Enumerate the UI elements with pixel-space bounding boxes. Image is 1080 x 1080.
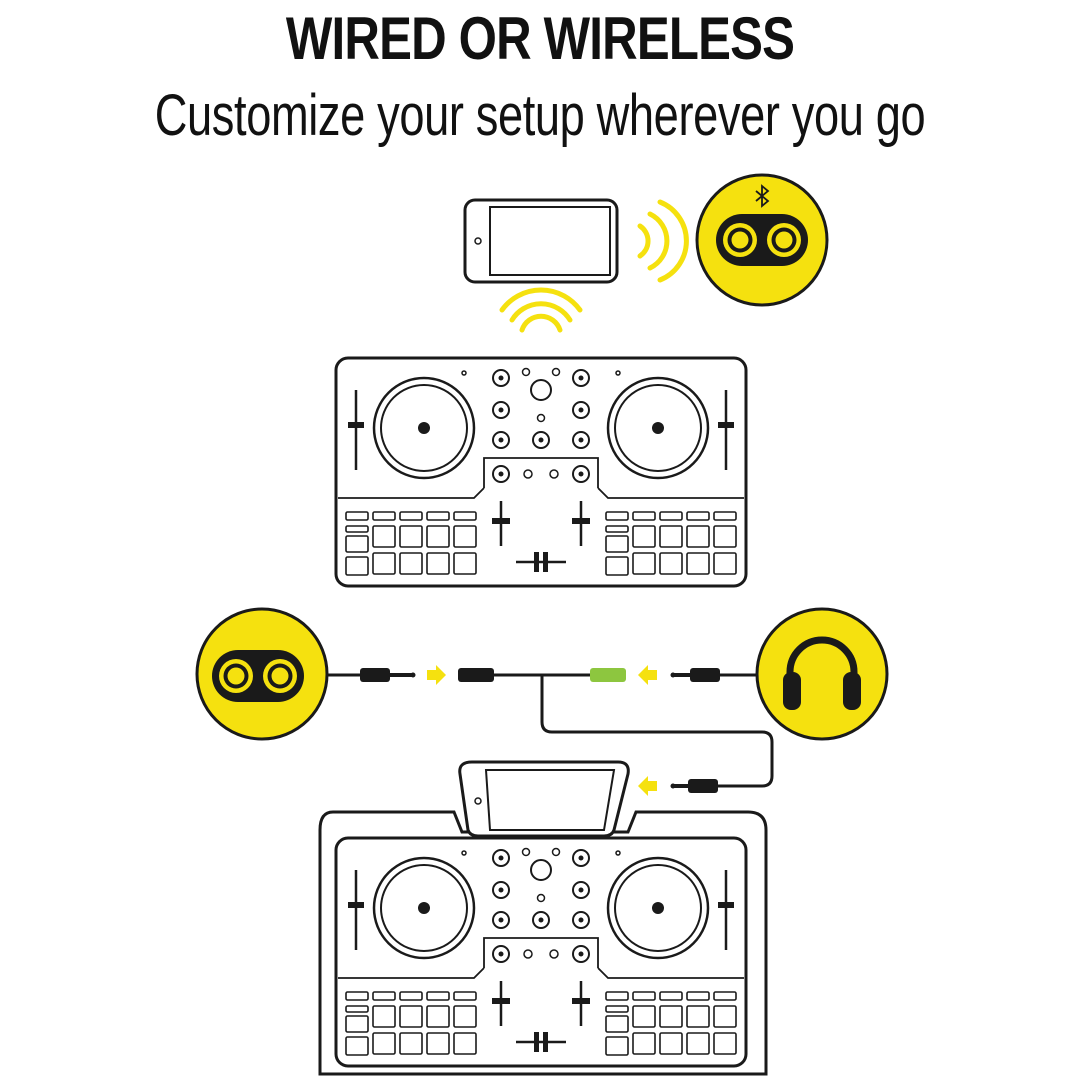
bluetooth-speaker-badge <box>695 173 829 307</box>
arrow-icon <box>427 665 446 685</box>
bluetooth-waves-icon <box>637 199 689 283</box>
dj-controller-top <box>334 356 748 588</box>
headphones-icon <box>783 636 861 710</box>
headphones-badge <box>755 607 889 741</box>
wifi-waves-icon <box>499 287 583 333</box>
wired-speaker-badge <box>195 607 329 741</box>
arrow-icon <box>638 776 657 796</box>
docked-device <box>458 760 630 838</box>
device-cable-plug <box>670 779 718 793</box>
speaker-cable-plug <box>327 668 416 682</box>
subheadline: Customize your setup wherever you go <box>154 83 926 148</box>
dj-controller-bottom <box>334 836 748 1068</box>
headphones-cable-plug <box>670 668 758 682</box>
bluetooth-icon <box>755 184 770 208</box>
splitter-cable <box>458 668 774 788</box>
arrow-icon <box>638 665 657 685</box>
headline: WIRED OR WIRELESS <box>285 5 795 72</box>
smartphone-icon <box>463 198 619 284</box>
